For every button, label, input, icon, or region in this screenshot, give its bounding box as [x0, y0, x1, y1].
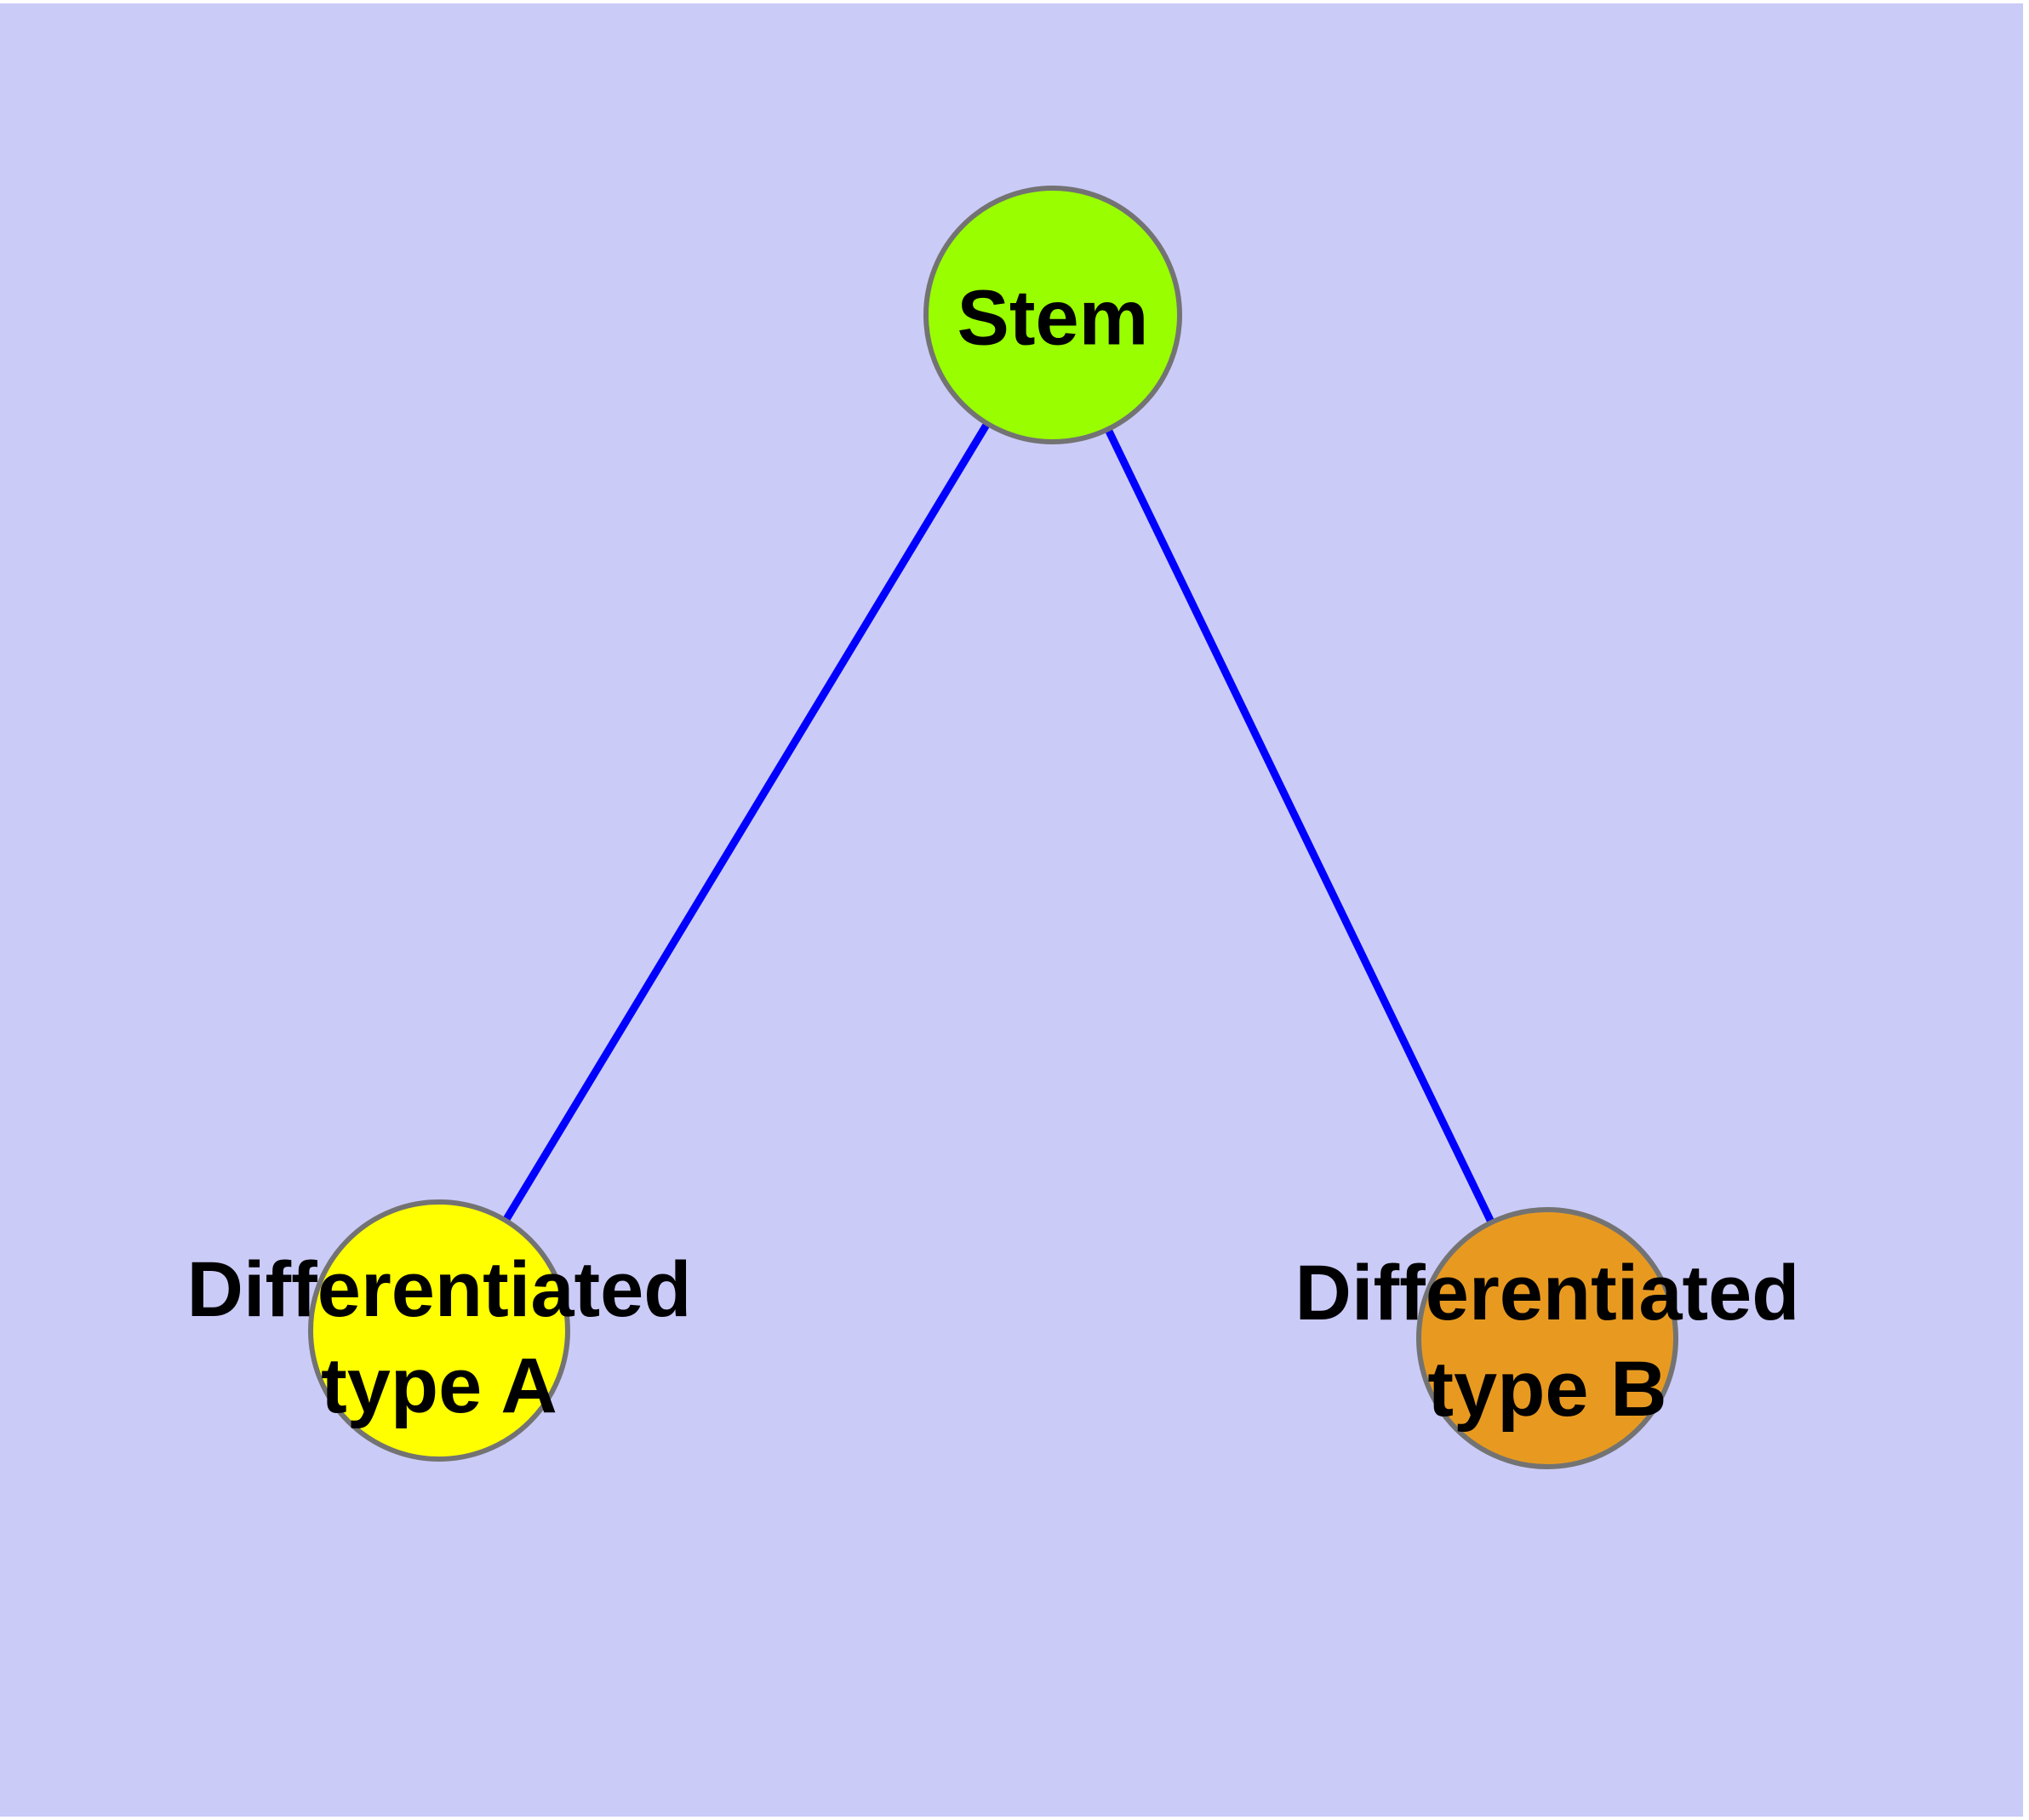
edge-stem-to-type-b — [1049, 313, 1552, 1340]
node-stem-label: Stem — [957, 274, 1149, 362]
node-differentiated-type-b-label: Differentiated type B — [1295, 1249, 1800, 1433]
node-differentiated-type-b — [1416, 1207, 1678, 1469]
edge-stem-to-type-a — [436, 312, 1056, 1333]
node-differentiated-type-a-label: Differentiated type A — [186, 1245, 692, 1429]
node-stem — [923, 186, 1182, 444]
node-differentiated-type-a — [308, 1199, 570, 1462]
